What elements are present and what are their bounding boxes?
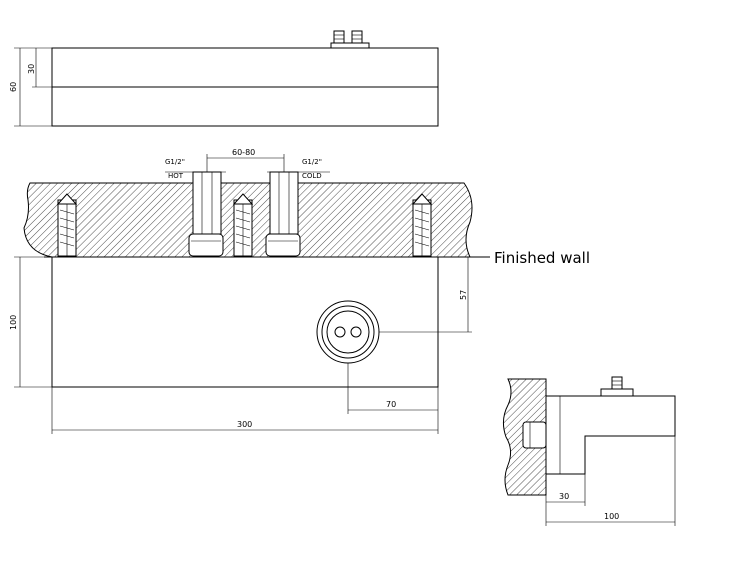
dim-width: 300 [51, 387, 439, 434]
hot-size-label: G1/2" [165, 158, 185, 166]
dim-width-label: 300 [237, 420, 252, 429]
front-view: 100 57 70 300 [9, 256, 472, 434]
top-view: 60 30 [9, 30, 439, 127]
side-fitting [600, 376, 634, 397]
side-inlet [522, 421, 547, 449]
dim-top-height: 60 [9, 47, 52, 127]
hot-label: HOT [168, 172, 184, 180]
dim-inlet-spacing-label: 60-80 [232, 148, 255, 157]
front-view-body [51, 256, 439, 388]
dim-top-height-label: 60 [9, 82, 18, 92]
dim-valve-top-label: 57 [459, 290, 468, 300]
dim-side-inner: 30 [546, 474, 586, 506]
top-fittings [330, 30, 370, 49]
dim-front-height-label: 100 [9, 315, 18, 330]
dim-side-depth-label: 100 [604, 512, 619, 521]
cold-inlet [265, 171, 301, 257]
dim-valve-right: 70 [347, 363, 439, 414]
side-body [546, 395, 676, 475]
anchor-right [411, 193, 433, 257]
dim-top-inner: 30 [27, 48, 52, 88]
wall-section: G1/2" HOT G1/2" COLD 60-80 Finished wall [23, 148, 590, 267]
anchor-middle [232, 193, 254, 257]
dim-top-inner-label: 30 [27, 64, 36, 74]
hot-inlet [188, 171, 224, 257]
cold-size-label: G1/2" [302, 158, 322, 166]
dim-valve-top: 57 [379, 257, 472, 333]
finished-wall-label: Finished wall [494, 249, 590, 267]
dim-side-depth: 100 [545, 436, 676, 526]
dim-valve-right-label: 70 [386, 400, 396, 409]
dim-inlet-spacing: 60-80 [206, 148, 285, 172]
anchor-left [56, 193, 78, 257]
dim-side-inner-label: 30 [559, 492, 569, 501]
cold-label: COLD [302, 172, 322, 180]
valve-handle [316, 300, 380, 364]
dim-front-height: 100 [9, 256, 52, 388]
side-view: 30 100 [502, 376, 676, 526]
